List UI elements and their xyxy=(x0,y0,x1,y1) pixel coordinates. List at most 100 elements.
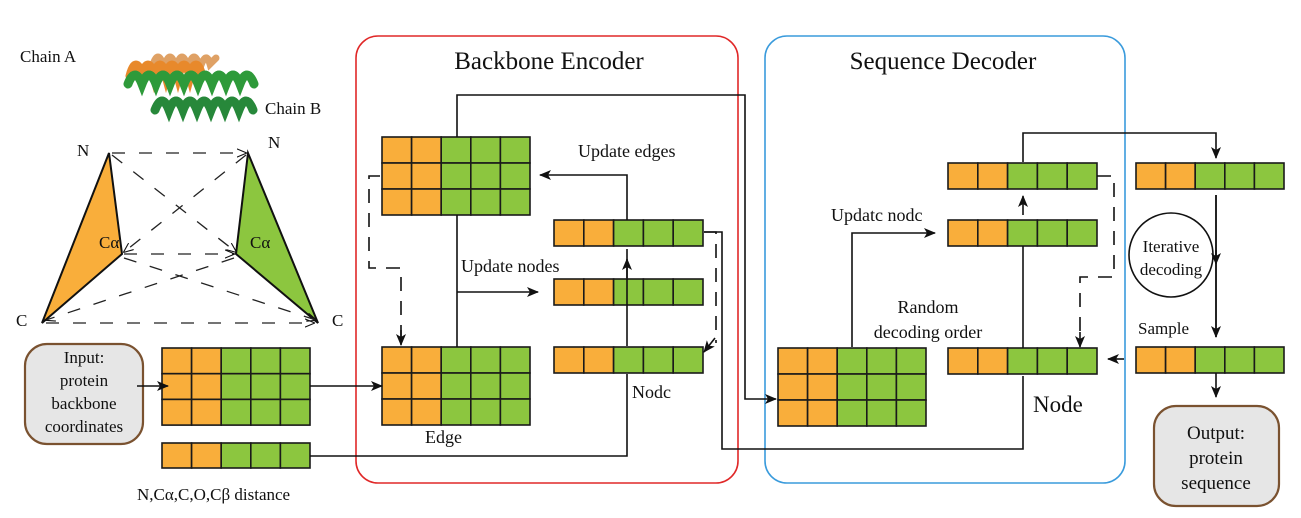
sequence-decoder-frame xyxy=(764,35,1126,484)
feature-cell-orange xyxy=(947,219,979,247)
feature-cell-orange xyxy=(806,347,838,375)
input-line-3: backbone xyxy=(51,394,116,413)
feature-cell-green xyxy=(612,346,645,374)
feature-cell-green xyxy=(499,398,531,426)
distance-feature-vector xyxy=(161,442,311,469)
feature-cell-orange xyxy=(190,372,223,401)
feature-cell-green xyxy=(1253,346,1285,374)
node-recurrence-dashed xyxy=(704,231,717,343)
feature-cell-green xyxy=(469,136,502,164)
edge-recurrence-dashed xyxy=(368,175,402,341)
backbone-encoder-frame xyxy=(355,35,739,484)
feature-cell-orange xyxy=(553,278,585,306)
feature-cell-green xyxy=(642,278,675,306)
input-line-2: protein xyxy=(60,371,109,390)
feature-cell-green xyxy=(440,398,472,426)
feature-cell-green xyxy=(499,188,531,216)
decoder-node-vector-top xyxy=(947,162,1098,190)
update-edges-label: Update edges xyxy=(578,141,675,161)
output-line-3: sequence xyxy=(1181,473,1251,494)
encoder-node-to-decoder-line xyxy=(704,231,1024,450)
feature-cell-orange xyxy=(777,399,809,427)
feature-grids xyxy=(161,136,1285,469)
node-recurrence-arrowhead xyxy=(703,337,716,353)
feature-cell-orange xyxy=(410,372,443,400)
update-nodes-label: Update nodes xyxy=(461,256,559,276)
feature-cell-orange xyxy=(947,347,979,375)
feature-cell-green xyxy=(895,347,927,375)
feature-cell-green xyxy=(612,278,645,306)
feature-cell-green xyxy=(220,442,252,469)
feature-cell-green xyxy=(220,398,252,426)
feature-cell-green xyxy=(1036,219,1069,247)
feature-cell-orange xyxy=(976,219,1009,247)
feature-cell-green xyxy=(279,372,311,401)
feature-cell-orange xyxy=(806,399,838,427)
feature-cell-orange xyxy=(161,442,193,469)
random-order-label-line-1: Random xyxy=(898,297,959,317)
feature-cell-green xyxy=(440,162,472,190)
feature-cell-orange xyxy=(976,347,1009,375)
feature-cell-green xyxy=(672,278,704,306)
feature-cell-green xyxy=(250,347,282,375)
feature-cell-green xyxy=(1224,162,1256,190)
encoder-edge-to-decoder-line xyxy=(456,94,777,404)
update-node-arrow xyxy=(851,228,936,347)
feature-cell-orange xyxy=(1164,346,1196,374)
encoder-node-vector-1 xyxy=(553,219,704,247)
feature-cell-green xyxy=(642,219,675,247)
feature-cell-green xyxy=(469,398,502,426)
encoder-title: Backbone Encoder xyxy=(454,48,644,75)
feature-cell-green xyxy=(865,373,898,401)
output-line-1: Output: xyxy=(1187,423,1245,444)
feature-cell-green xyxy=(499,346,531,374)
feature-cell-orange xyxy=(1135,162,1167,190)
decoder-node-vector-bottom xyxy=(947,347,1098,375)
chain-b-helix xyxy=(123,70,259,123)
feature-cell-green xyxy=(1194,346,1226,374)
feature-cell-green xyxy=(612,219,645,247)
edge-label: Edge xyxy=(425,427,462,447)
feature-cell-orange xyxy=(553,346,585,374)
right-n-atom-label: N xyxy=(268,133,280,152)
feature-cell-orange xyxy=(582,219,615,247)
right-backbone-triangle xyxy=(234,149,319,324)
feature-cell-green xyxy=(499,372,531,400)
right-c-atom-label: C xyxy=(332,311,343,330)
feature-cell-orange xyxy=(381,346,413,374)
feature-cell-green xyxy=(1006,347,1039,375)
sample-label: Sample xyxy=(1138,319,1189,338)
feature-cell-orange xyxy=(1164,162,1196,190)
feature-cell-orange xyxy=(806,373,838,401)
feature-cell-orange xyxy=(410,398,443,426)
feature-cell-orange xyxy=(190,347,223,375)
chain-b-label: Chain B xyxy=(265,99,321,118)
feature-cell-green xyxy=(1066,162,1098,190)
feature-cell-orange xyxy=(947,162,979,190)
sampled-vector xyxy=(1135,346,1285,374)
feature-cell-green xyxy=(499,162,531,190)
feature-cell-green xyxy=(440,346,472,374)
feature-cell-green xyxy=(672,346,704,374)
feature-cell-orange xyxy=(381,372,413,400)
feature-cell-green xyxy=(1253,162,1285,190)
feature-cell-green xyxy=(1194,162,1226,190)
feature-cell-green xyxy=(1036,162,1069,190)
feature-cell-orange xyxy=(410,346,443,374)
feature-cell-green xyxy=(1224,346,1256,374)
feature-cell-green xyxy=(469,346,502,374)
distance-caption: N,Cα,C,O,Cβ distance xyxy=(137,485,290,504)
feature-cell-green xyxy=(499,136,531,164)
chain-a-label: Chain A xyxy=(20,47,77,66)
random-order-label-line-2: decoding order xyxy=(874,322,982,342)
iterative-line-1: Iterative xyxy=(1143,237,1200,256)
decoder-node-label: Node xyxy=(1033,392,1083,417)
encoder-edge-matrix-top xyxy=(381,136,531,216)
feature-cell-green xyxy=(469,372,502,400)
iterative-decoding-node: Iterative decoding xyxy=(1128,195,1221,337)
output-line-2: protein xyxy=(1189,448,1243,469)
input-edge-matrix xyxy=(161,347,311,426)
input-box: Input: protein backbone coordinates xyxy=(23,342,145,446)
feature-cell-orange xyxy=(161,398,193,426)
left-n-atom-label: N xyxy=(77,141,89,160)
